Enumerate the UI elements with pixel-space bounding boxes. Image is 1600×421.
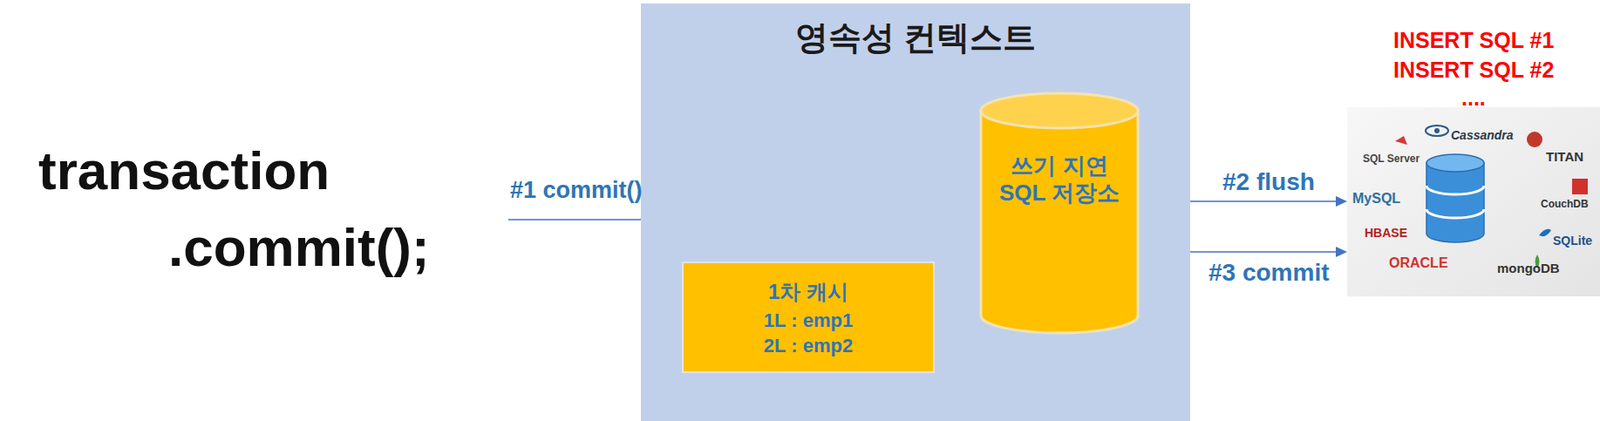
database-logo-text: CouchDB <box>1540 197 1589 211</box>
database-logo-text: SQL Server <box>1362 152 1420 165</box>
sql-statement: INSERT SQL #2 <box>1393 57 1554 83</box>
database-illustration-bg <box>1347 107 1600 297</box>
connector-label: #2 flush <box>1220 168 1317 197</box>
database-logo-text: SQLite <box>1552 233 1593 248</box>
database-logo-text: TITAN <box>1545 149 1584 164</box>
code-text: transaction <box>38 139 330 202</box>
database-cylinder <box>1426 154 1485 243</box>
database-image: CassandraSQL Server TITAN MySQL CouchDB HBAS… <box>1347 107 1600 297</box>
code-text: .commit(); <box>168 216 430 279</box>
cylinder-label: 쓰기 지연 SQL 저장소 <box>989 152 1130 207</box>
first-level-cache-box: 1차 캐시1L : emp12L : emp2 <box>681 261 935 374</box>
database-logo-text: mongoDB <box>1497 260 1560 276</box>
persistence-context-panel: 영속성 컨텍스트쓰기 지연 SQL 저장소 1차 캐시1L : emp12L : … <box>640 3 1191 421</box>
arrow-head <box>1335 246 1348 258</box>
connector-label: #3 commit <box>1206 258 1332 287</box>
cache-entry: 2L : emp2 <box>763 333 853 359</box>
connector-line <box>1190 200 1338 203</box>
cassandra-eye-icon <box>1434 128 1440 134</box>
cylinder-outline <box>979 91 1140 335</box>
sql-store-cylinder: 쓰기 지연 SQL 저장소 <box>979 91 1140 335</box>
database-logo-text: Cassandra <box>1450 128 1514 143</box>
database-logo-text: MySQL <box>1352 190 1401 207</box>
database-logo-text: ORACLE <box>1388 255 1449 272</box>
arrow-head <box>1335 196 1348 207</box>
arrow-label: #1 commit() <box>510 177 643 205</box>
couchdb-icon <box>1572 178 1588 195</box>
ellipsis-text: .... <box>1461 85 1486 111</box>
sqlite-icon <box>1538 229 1552 237</box>
connector-line <box>1190 251 1338 253</box>
cache-entry: 1L : emp1 <box>763 307 853 334</box>
panel-title: 영속성 컨텍스트 <box>640 15 1191 61</box>
sql-statement: INSERT SQL #1 <box>1393 27 1554 54</box>
cassandra-eye-icon <box>1425 125 1449 137</box>
sqlserver-icon <box>1395 136 1408 145</box>
titan-icon <box>1526 131 1543 148</box>
database-logo-text: HBASE <box>1364 225 1408 240</box>
cache-title: 1차 캐시 <box>768 276 849 308</box>
